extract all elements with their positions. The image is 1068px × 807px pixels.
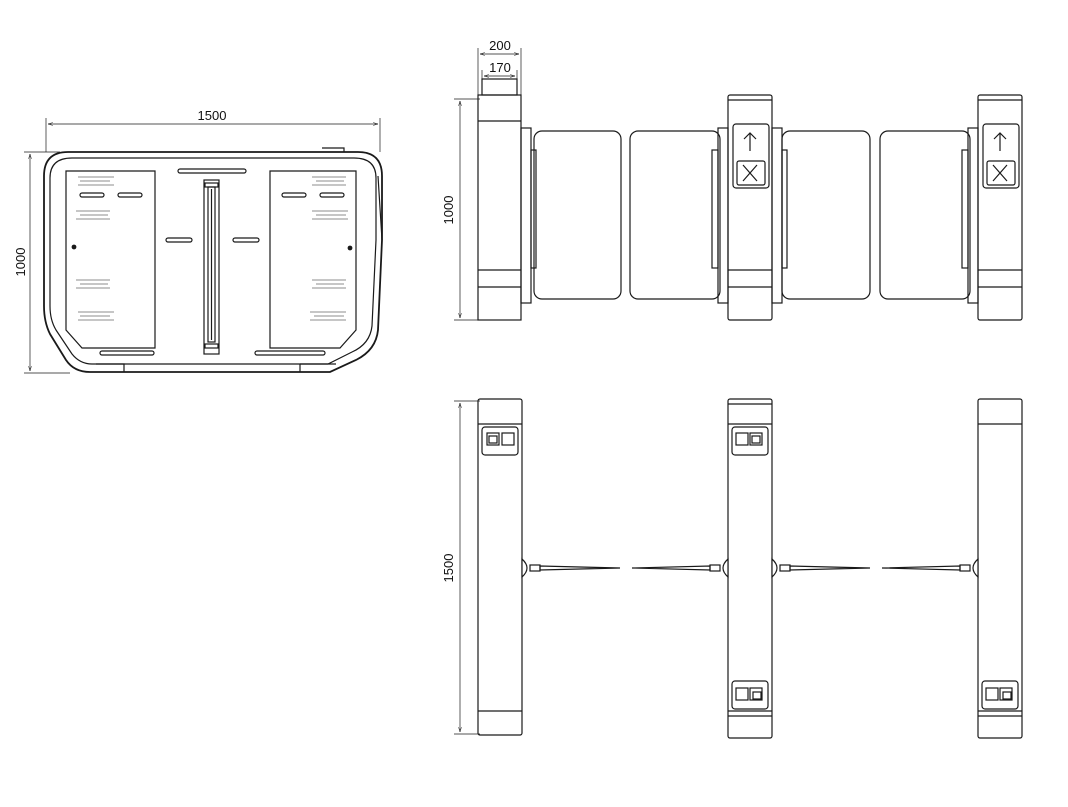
plan-view: 1500 (441, 398, 1023, 739)
dim-label-end-width: 1500 (198, 108, 227, 123)
left-panel-labels (76, 176, 114, 321)
plan-cabinet-left (477, 398, 523, 736)
side-post-middle (711, 94, 788, 321)
side-door-panel-2 (629, 130, 721, 300)
left-door-panel (65, 170, 156, 349)
dimension-side-height: 1000 (441, 98, 480, 321)
dimension-side-200: 200 (477, 38, 522, 98)
side-door-panel-1 (533, 130, 622, 300)
indicator-panel-right (982, 123, 1020, 189)
dimension-end-height: 1000 (13, 151, 70, 374)
cross-icon (742, 164, 758, 182)
dim-label-side-200: 200 (489, 38, 511, 53)
housing-inner-outline (49, 157, 377, 365)
card-reader-middle-top (731, 426, 769, 456)
right-panel-labels (310, 176, 348, 321)
up-arrow-icon (993, 132, 1007, 151)
dim-label-side-height: 1000 (441, 196, 456, 225)
plan-cabinet-right (977, 398, 1023, 739)
card-reader-right-bottom (981, 680, 1019, 710)
side-door-panel-4 (879, 130, 971, 300)
side-door-panel-3 (781, 130, 871, 300)
card-reader-left-top (481, 426, 519, 456)
center-post (203, 179, 220, 355)
side-post-left (477, 78, 537, 321)
card-reader-middle-bottom (731, 680, 769, 710)
dimension-plan-length: 1500 (441, 400, 480, 735)
side-view: 200 170 1000 (441, 38, 1023, 321)
dimension-side-170: 170 (481, 60, 518, 92)
dim-label-end-height: 1000 (13, 248, 28, 277)
housing-outline (43, 151, 383, 373)
plan-cabinet-middle (727, 398, 773, 739)
dimension-end-width: 1500 (45, 108, 381, 152)
up-arrow-icon (743, 132, 757, 151)
dim-label-plan-length: 1500 (441, 554, 456, 583)
end-view: 1500 1000 (13, 108, 383, 374)
dim-label-side-170: 170 (489, 60, 511, 75)
right-door-panel (269, 170, 357, 349)
plan-door-leaves (521, 557, 979, 579)
cross-icon (992, 164, 1008, 182)
indicator-panel-middle (732, 123, 770, 189)
side-post-right (961, 94, 1023, 321)
